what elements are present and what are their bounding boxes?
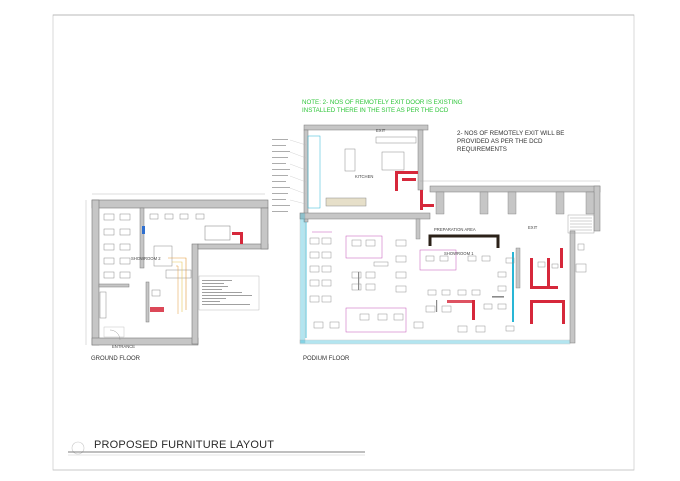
room-label-showroom-1: SHOWROOM 1 (444, 251, 474, 256)
drawing-title: PROPOSED FURNITURE LAYOUT (94, 439, 275, 451)
note-remote-exit-provided: 2- NOS OF REMOTELY EXIT WILL BE PROVIDED… (457, 130, 564, 153)
note-provided-line-3: REQUIREMENTS (457, 145, 507, 153)
note-existing-line-2: INSTALLED THERE IN THE SITE AS PER THE D… (302, 106, 449, 114)
podium-floor-label: PODIUM FLOOR (303, 356, 350, 362)
podium-floor-plan (272, 124, 601, 345)
ground-floor-label: GROUND FLOOR (91, 356, 141, 362)
sheet-border (52, 14, 635, 471)
note-provided-line-1: 2- NOS OF REMOTELY EXIT WILL BE (457, 130, 565, 137)
room-label-showroom-2: SHOWROOM 2 (131, 256, 161, 261)
note-provided-line-2: PROVIDED AS PER THE DCD (457, 137, 543, 145)
note-existing-line-1: NOTE: 2- NOS OF REMOTELY EXIT DOOR IS EX… (302, 99, 463, 106)
room-label-exit-top: EXIT (376, 128, 386, 133)
note-remote-exit-existing: NOTE: 2- NOS OF REMOTELY EXIT DOOR IS EX… (302, 99, 463, 115)
room-label-preparation-area: PREPARATION AREA (434, 227, 476, 232)
room-label-entrance: ENTRANCE (112, 344, 136, 349)
ground-floor-plan (85, 193, 269, 346)
room-label-exit: EXIT (528, 225, 538, 230)
room-label-kitchen: KITCHEN (355, 174, 374, 179)
title-block (68, 441, 365, 456)
